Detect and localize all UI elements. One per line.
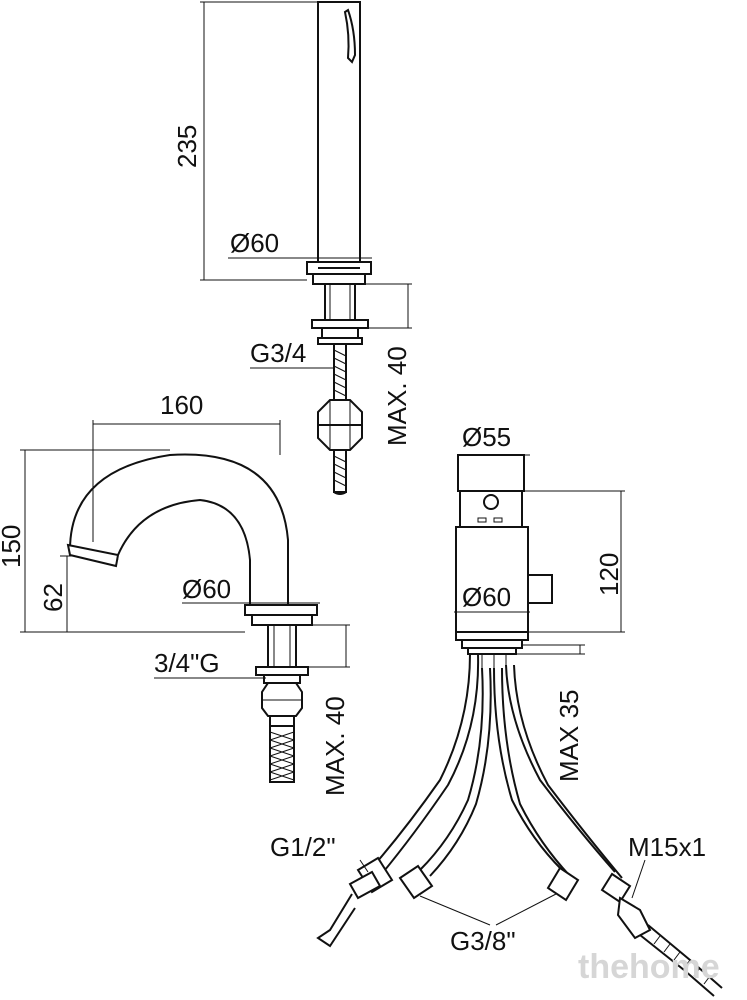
mixer-body: Ø55 120 Ø60 MAX 35 (454, 422, 625, 782)
dim-235-label: 235 (172, 125, 202, 168)
watermark: thehome (578, 948, 720, 986)
thread-g34-label: G3/4 (250, 338, 306, 368)
g38-label: G3/8" (450, 926, 516, 956)
thread-34g-label: 3/4"G (154, 648, 220, 678)
flexible-hoses: G1/2" M15x1 G3/8" (270, 653, 723, 997)
g12-label: G1/2" (270, 832, 336, 862)
dim-150-label: 150 (0, 525, 26, 568)
dia-55-label: Ø55 (462, 422, 511, 452)
dia-60-mixer-label: Ø60 (462, 582, 511, 612)
max40-spout-label: MAX. 40 (320, 696, 350, 796)
dim-160-label: 160 (160, 390, 203, 420)
dia-60-top-label: Ø60 (230, 228, 279, 258)
hand-shower-holder: 235 Ø60 G3/4 MAX. 40 (172, 1, 412, 495)
max40-top-label: MAX. 40 (382, 346, 412, 446)
m15x1-label: M15x1 (628, 832, 706, 862)
max35-label: MAX 35 (554, 690, 584, 783)
spout: 160 150 62 Ø60 3/4"G MAX. 40 (0, 390, 350, 796)
dim-62-label: 62 (38, 583, 68, 612)
dim-120-label: 120 (594, 553, 624, 596)
dia-60-spout-label: Ø60 (182, 574, 231, 604)
